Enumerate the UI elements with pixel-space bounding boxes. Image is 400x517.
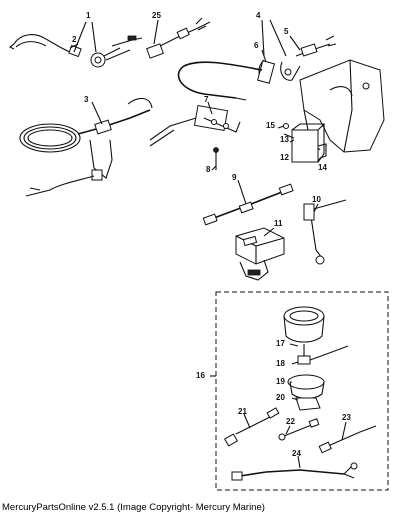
callout-19: 19: [276, 377, 285, 386]
callout-18: 18: [276, 359, 285, 368]
image-copyright-footer: MercuryPartsOnline v2.5.1 (Image Copyrig…: [2, 502, 265, 513]
callout-4: 4: [256, 11, 261, 20]
callout-15: 15: [266, 121, 275, 130]
callout-21: 21: [238, 407, 247, 416]
harness-7: [149, 104, 241, 147]
callout-22: 22: [286, 417, 295, 426]
screw-8: [213, 147, 219, 170]
callout-13: 13: [280, 135, 289, 144]
parts-exploded-diagram: 1 2 3 4 5 6 7 8 9 10 11 12 13 14 15 16 1…: [8, 11, 389, 491]
callout-8: 8: [206, 165, 211, 174]
throttle-bracket-group: [257, 35, 337, 84]
callout-10: 10: [312, 195, 321, 204]
harness-21: [223, 407, 280, 447]
wiring-harness-coil: [19, 97, 153, 197]
callout-11: 11: [274, 219, 283, 228]
callout-25: 25: [152, 11, 161, 20]
callout-24: 24: [292, 449, 301, 458]
gauge-kit-box: [215, 291, 389, 491]
callout-23: 23: [342, 413, 351, 422]
callout-2: 2: [72, 35, 77, 44]
callout-5: 5: [284, 27, 289, 36]
callout-1: 1: [86, 11, 91, 20]
callout-9: 9: [232, 173, 237, 182]
connector-22: [278, 418, 320, 441]
callout-numbers: 1 2 3 4 5 6 7 8 9 10 11 12 13 14 15 16 1…: [72, 11, 351, 458]
callout-7: 7: [204, 95, 209, 104]
callout-14: 14: [318, 163, 327, 172]
harness-24: [231, 462, 358, 481]
callout-3: 3: [84, 95, 89, 104]
callout-20: 20: [276, 393, 285, 402]
tach-pickup-10: [303, 199, 347, 265]
leader-lines: [69, 19, 347, 469]
callout-6: 6: [254, 41, 259, 50]
connector-25: [146, 17, 211, 59]
throttle-cable: [177, 61, 263, 101]
cable-9: [202, 183, 294, 226]
harness-23: [318, 425, 377, 454]
module-11: [235, 227, 285, 281]
mount-bracket-12-15: [283, 123, 327, 163]
gauge-assembly: [283, 306, 349, 411]
callout-16: 16: [196, 371, 205, 380]
key-switch-lanyard: [8, 34, 143, 68]
callout-12: 12: [280, 153, 289, 162]
callout-17: 17: [276, 339, 285, 348]
